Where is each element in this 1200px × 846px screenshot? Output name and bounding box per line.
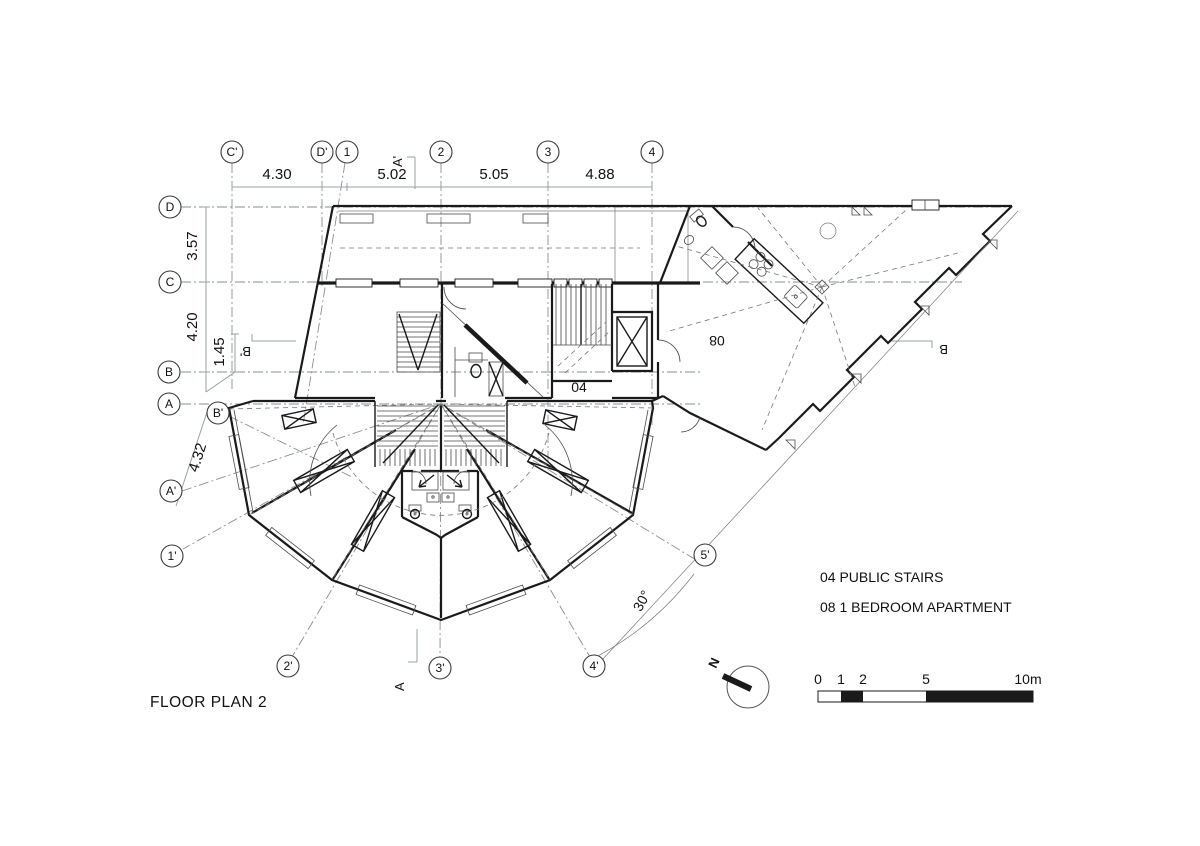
grid-bubble-3-prime: 3' [428, 656, 452, 680]
scale-bar: 0 1 2 5 10m [814, 671, 1042, 703]
compass-needle-icon [721, 673, 753, 692]
svg-text:5': 5' [701, 548, 710, 562]
grid-bubble-a: A [157, 392, 181, 416]
drawing-title: FLOOR PLAN 2 [150, 694, 267, 711]
grid-bubble-d: D [158, 195, 182, 219]
grid-bubble-2: 2 [429, 140, 453, 164]
scale-tick-10: 10m [1014, 671, 1041, 687]
svg-text:B': B' [213, 406, 223, 420]
svg-text:2: 2 [438, 145, 445, 159]
grid-bubble-b-prime: B' [206, 401, 230, 425]
main-block [293, 205, 700, 400]
dim-left-1: 3.57 [184, 231, 201, 260]
angle-annotation: 30° [630, 588, 654, 614]
kitchen-island [734, 237, 824, 325]
svg-text:3': 3' [436, 661, 445, 675]
middle-room [441, 286, 544, 398]
dim-top-2: 5.02 [377, 166, 406, 183]
svg-text:A': A' [166, 484, 176, 498]
roof-terrace [333, 204, 1012, 282]
dim-left-3: 1.45 [211, 337, 228, 366]
grid-bubble-c: C [158, 270, 182, 294]
toilet [689, 208, 707, 227]
dimension-lines: 4.30 5.02 5.05 4.88 3.57 4.20 1.45 4.32 [175, 166, 653, 507]
scale-tick-2: 2 [859, 671, 867, 687]
svg-text:C: C [166, 275, 175, 289]
grid-bubbles: C' D' 1 2 3 4 D C B A B' A' 1' 2' 3' 4' … [157, 140, 717, 680]
section-marker-b-left: B' [240, 344, 251, 359]
section-marker-a-bottom: A [392, 682, 407, 691]
apartment-wing: 08 [601, 199, 1019, 661]
fan-stairs [374, 401, 508, 467]
grid-bubble-4: 4 [640, 140, 664, 164]
svg-text:2': 2' [284, 659, 293, 673]
north-arrow: N [705, 655, 770, 709]
scale-tick-1: 1 [837, 671, 845, 687]
north-label: N [705, 655, 723, 670]
svg-text:C': C' [227, 145, 238, 159]
svg-text:1: 1 [344, 145, 351, 159]
fan-wing [227, 394, 664, 622]
legend-item-apartment: 08 1 BEDROOM APARTMENT [820, 599, 1012, 615]
dim-diagonal: 4.32 [185, 441, 210, 474]
annotations: 04 30° [571, 379, 695, 660]
section-marker-b-right: B [939, 342, 948, 357]
svg-text:D': D' [317, 145, 328, 159]
svg-text:3: 3 [545, 145, 552, 159]
sink [683, 235, 695, 245]
legend-item-public-stairs: 04 PUBLIC STAIRS [820, 569, 943, 585]
grid-bubble-a-prime: A' [159, 479, 183, 503]
svg-text:D: D [166, 200, 175, 214]
scale-tick-0: 0 [814, 671, 822, 687]
room-label-apartment: 08 [709, 333, 725, 349]
interior-stair [396, 311, 441, 373]
dim-top-1: 4.30 [262, 166, 291, 183]
grid-bubble-5-prime: 5' [693, 543, 717, 567]
grid-bubble-4-prime: 4' [582, 654, 606, 678]
svg-text:4: 4 [649, 145, 656, 159]
svg-text:1': 1' [168, 549, 177, 563]
grid-bubble-3: 3 [536, 140, 560, 164]
legend: 04 PUBLIC STAIRS 08 1 BEDROOM APARTMENT [820, 569, 1012, 615]
grid-bubble-2-prime: 2' [276, 654, 300, 678]
grid-bubble-1-prime: 1' [160, 544, 184, 568]
grid-bubble-d-prime: D' [310, 140, 334, 164]
dim-top-4: 4.88 [585, 166, 614, 183]
section-markers: A' B' B A [240, 156, 948, 691]
grid-bubble-c-prime: C' [220, 140, 244, 164]
svg-text:A: A [165, 397, 173, 411]
svg-text:4': 4' [590, 659, 599, 673]
fan-bathrooms [400, 469, 480, 540]
section-marker-a-top: A' [390, 156, 405, 167]
grid-bubble-1: 1 [335, 140, 359, 164]
public-stair [553, 284, 612, 374]
dim-left-2: 4.20 [184, 312, 201, 341]
dim-top-3: 5.05 [479, 166, 508, 183]
scale-tick-5: 5 [922, 671, 930, 687]
grid-bubble-b: B [157, 360, 181, 384]
elevator [612, 310, 654, 373]
room-label-public-stairs: 04 [571, 379, 587, 395]
svg-text:B: B [165, 365, 173, 379]
